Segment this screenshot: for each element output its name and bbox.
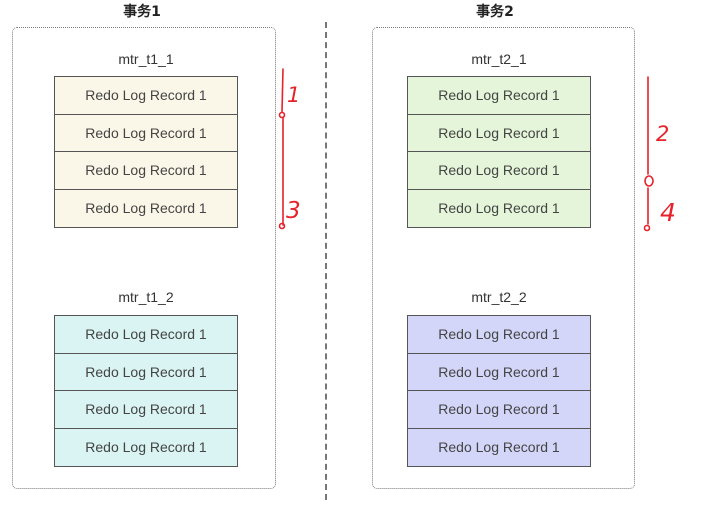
redo-log-record: Redo Log Record 1	[408, 152, 590, 190]
mtr-t2-2-block: Redo Log Record 1 Redo Log Record 1 Redo…	[407, 315, 591, 467]
transaction-divider	[325, 22, 327, 500]
mtr-t2-2-label: mtr_t2_2	[471, 289, 527, 305]
annotation-step-1: 1	[287, 83, 300, 107]
left-timeline-dot-bottom	[278, 222, 286, 230]
mtr-t1-1-block: Redo Log Record 1 Redo Log Record 1 Redo…	[54, 76, 238, 228]
redo-log-record: Redo Log Record 1	[55, 316, 237, 354]
transaction-1-box	[12, 27, 276, 489]
right-timeline-dot-middle	[644, 175, 654, 187]
redo-log-record: Redo Log Record 1	[55, 152, 237, 190]
transaction-2-title: 事务2	[476, 4, 514, 20]
transaction-1-title: 事务1	[123, 4, 161, 20]
annotation-step-2: 2	[656, 122, 669, 146]
redo-log-record: Redo Log Record 1	[408, 391, 590, 429]
mtr-t1-1-label: mtr_t1_1	[118, 51, 174, 67]
mtr-t1-2-block: Redo Log Record 1 Redo Log Record 1 Redo…	[54, 315, 238, 467]
left-timeline-line	[281, 68, 284, 226]
redo-log-record: Redo Log Record 1	[85, 199, 207, 216]
mtr-t1-2-label: mtr_t1_2	[118, 289, 174, 305]
redo-log-record: Redo Log Record 1	[438, 438, 560, 455]
redo-log-record: Redo Log Record 1	[408, 77, 590, 115]
right-timeline-dot-bottom	[643, 224, 651, 232]
redo-log-record: Redo Log Record 1	[408, 354, 590, 391]
transaction-2-box	[372, 27, 635, 489]
redo-log-record: Redo Log Record 1	[55, 391, 237, 429]
redo-log-record: Redo Log Record 1	[55, 115, 237, 152]
redo-log-record: Redo Log Record 1	[55, 354, 237, 391]
annotation-step-4: 4	[660, 198, 676, 227]
redo-log-record: Redo Log Record 1	[408, 316, 590, 354]
mtr-t2-1-block: Redo Log Record 1 Redo Log Record 1 Redo…	[407, 76, 591, 228]
mtr-t2-1-label: mtr_t2_1	[471, 51, 527, 67]
left-timeline-dot-top	[278, 111, 286, 119]
redo-log-record: Redo Log Record 1	[408, 115, 590, 152]
redo-log-record: Redo Log Record 1	[55, 77, 237, 115]
annotation-step-3: 3	[286, 198, 301, 224]
redo-log-record: Redo Log Record 1	[85, 438, 207, 455]
redo-log-record: Redo Log Record 1	[438, 199, 560, 216]
